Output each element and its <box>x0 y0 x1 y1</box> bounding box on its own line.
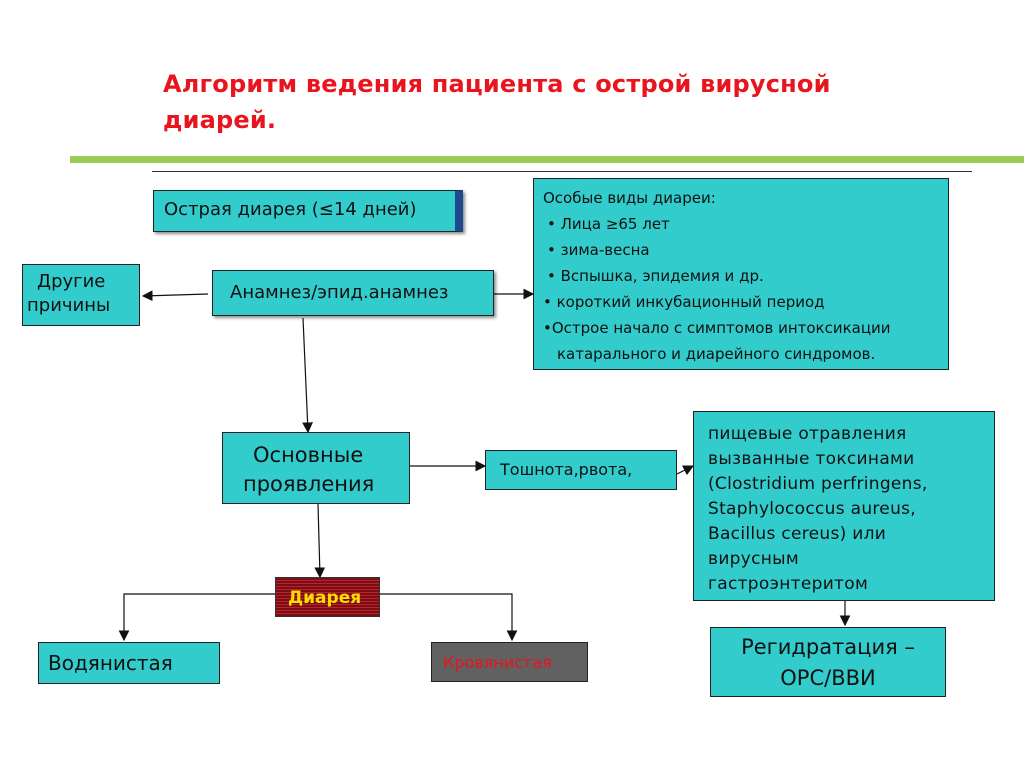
branch-to-bloody <box>380 593 518 642</box>
nausea-box: Тошнота,рвота, <box>485 450 677 490</box>
special-item: •Острое начало с симптомов интоксикации <box>543 319 891 337</box>
title-line-2: диарей. <box>163 106 277 134</box>
anamnesis-label: Анамнез/эпид.анамнез <box>230 282 449 303</box>
main-manifestations-line-2: проявления <box>243 472 375 496</box>
food-line: Staphylococcus aureus, <box>708 499 917 519</box>
rehydration-box: Регидратация – ОРС/ВВИ <box>710 627 946 697</box>
nausea-label: Тошнота,рвота, <box>500 460 633 479</box>
title-line-1: Алгоритм ведения пациента с острой вирус… <box>163 70 831 98</box>
slide-title: Алгоритм ведения пациента с острой вирус… <box>163 66 923 138</box>
arrow-to-food <box>676 465 695 476</box>
rehydration-line-2: ОРС/ВВИ <box>780 666 876 690</box>
special-item: • короткий инкубационный период <box>543 293 825 311</box>
watery-box: Водянистая <box>38 642 220 684</box>
main-manifestations-line-1: Основные <box>253 443 364 467</box>
other-causes-box: Другие причины <box>22 264 140 326</box>
diarrhea-label: Диарея <box>288 588 362 608</box>
special-types-box: Особые виды диареи: • Лица ≥65 лет • зим… <box>533 178 949 370</box>
special-item: • Лица ≥65 лет <box>547 215 670 233</box>
diarrhea-box: Диарея <box>275 577 380 617</box>
rehydration-line-1: Регидратация – <box>741 635 915 659</box>
food-line: гастроэнтеритом <box>708 574 869 594</box>
bloody-label: Кровянистая <box>443 653 552 672</box>
acute-diarrhea-box: Острая диарея (≤14 дней) <box>153 190 463 232</box>
special-item: • зима-весна <box>547 241 650 259</box>
special-types-title: Особые виды диареи: <box>543 189 716 207</box>
food-line: Bacillus cereus) или <box>708 524 887 544</box>
food-poisoning-box: пищевые отравления вызванные токсинами (… <box>693 411 995 601</box>
thin-rule <box>152 171 972 172</box>
branch-to-watery <box>118 593 275 642</box>
watery-label: Водянистая <box>48 651 173 675</box>
arrow-to-other-causes <box>141 290 209 302</box>
food-line: пищевые отравления <box>708 424 907 444</box>
bloody-box: Кровянистая <box>431 642 588 682</box>
arrow-to-diarrhea <box>314 503 326 579</box>
food-line: (Clostridium perfringens, <box>708 474 928 494</box>
other-causes-line-1: Другие <box>37 271 106 292</box>
special-item: катарального и диарейного синдромов. <box>557 345 876 363</box>
green-rule <box>70 156 1024 163</box>
special-item: • Вспышка, эпидемия и др. <box>547 267 764 285</box>
food-line: вызванные токсинами <box>708 449 915 469</box>
arrow-to-main <box>302 317 313 434</box>
anamnesis-box: Анамнез/эпид.анамнез <box>212 270 494 316</box>
food-line: вирусным <box>708 549 800 569</box>
main-manifestations-box: Основные проявления <box>222 432 410 504</box>
acute-diarrhea-label: Острая диарея (≤14 дней) <box>164 199 417 220</box>
other-causes-line-2: причины <box>27 295 111 316</box>
